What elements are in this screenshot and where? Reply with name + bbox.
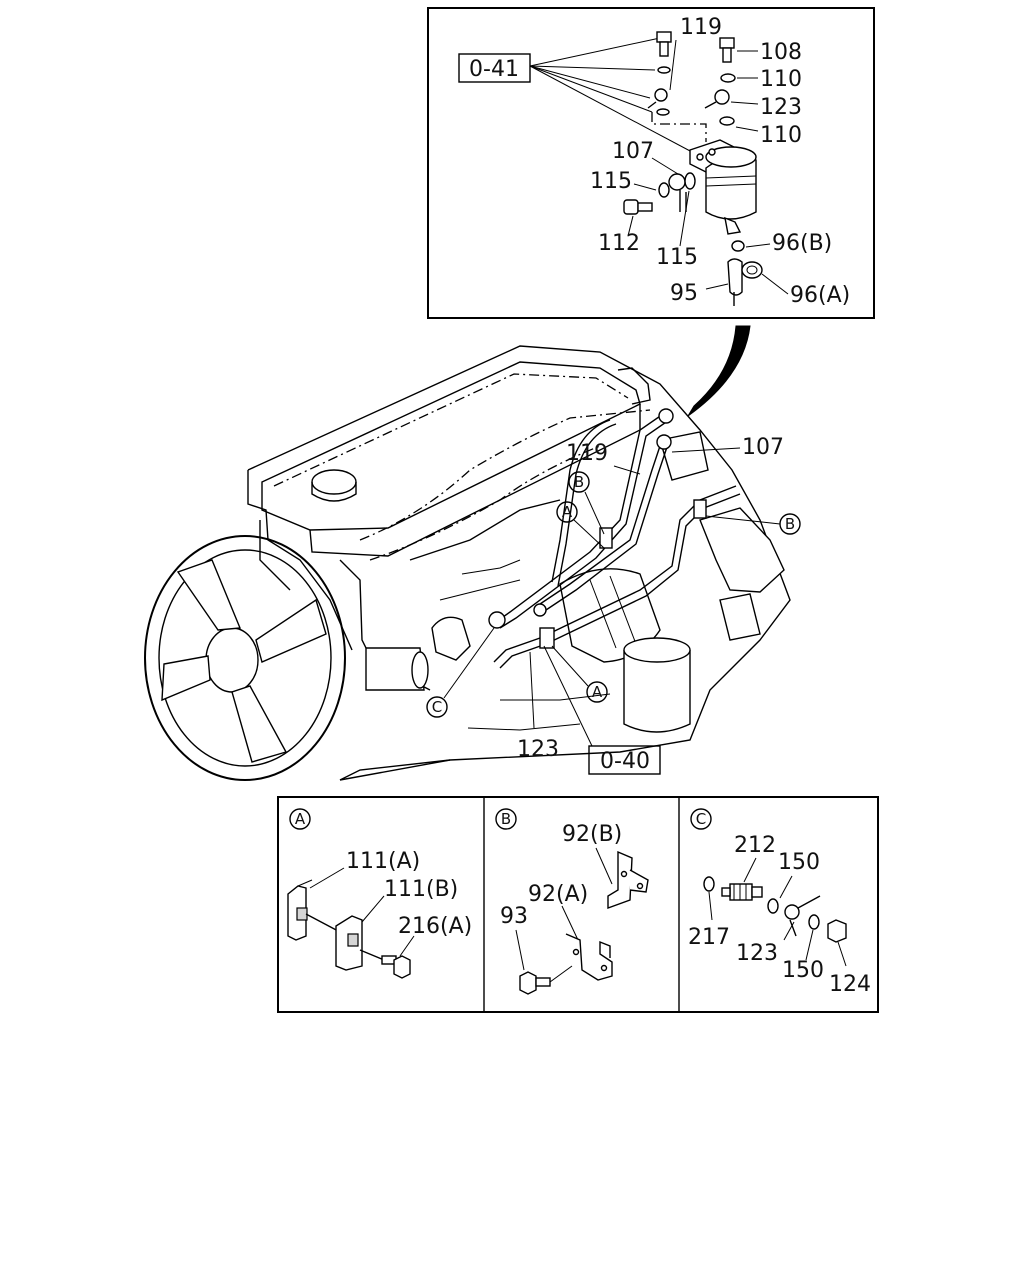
- detail-top-frame: [427, 7, 875, 319]
- label-216a: 216(A): [398, 914, 472, 939]
- label-212: 212: [734, 833, 776, 858]
- ref-box-0-41[interactable]: [458, 53, 531, 83]
- clip-96b-icon: [731, 240, 745, 252]
- sensor-212-icon: [721, 883, 763, 901]
- washer-150b-icon: [808, 914, 820, 930]
- label-110-a: 110: [760, 67, 802, 92]
- engine-fan-icon: [144, 535, 346, 781]
- ref-box-0-40-label: 0-40: [600, 749, 650, 774]
- bolt-108-icon: [719, 37, 735, 63]
- label-96b: 96(B): [772, 231, 832, 256]
- svg-text:B: B: [785, 515, 795, 533]
- fuel-filter-icon: [689, 139, 757, 235]
- oil-cap-icon: [311, 469, 357, 502]
- label-95: 95: [670, 281, 698, 306]
- svg-text:C: C: [432, 698, 442, 716]
- washer-217-icon: [703, 876, 715, 892]
- label-119-top: 119: [680, 15, 722, 40]
- washer-110b-icon: [719, 116, 735, 126]
- fuel-pipes: [488, 408, 741, 669]
- ref-box-0-40[interactable]: [588, 745, 661, 775]
- bracket-92a-icon: [565, 933, 613, 981]
- bolt-93-icon: [519, 971, 551, 995]
- label-110-b: 110: [760, 123, 802, 148]
- svg-text:A: A: [592, 683, 603, 701]
- washer-115-icon: [684, 172, 696, 190]
- hose-95-icon: [727, 258, 743, 306]
- bolt-112-icon: [623, 199, 653, 215]
- panel-b: B 92(B) 92(A) 93: [495, 808, 649, 995]
- clamp-111a-icon: [287, 879, 313, 941]
- panel-c: C 212 217 150 123: [688, 808, 871, 997]
- label-92a: 92(A): [528, 882, 588, 907]
- label-150-a: 150: [778, 850, 820, 875]
- panel-b-letter: B: [501, 810, 511, 828]
- panel-c-letter: C: [696, 810, 706, 828]
- label-115-b: 115: [656, 245, 698, 270]
- washer-110-icon: [720, 73, 736, 83]
- label-107-main: 107: [742, 435, 784, 460]
- detail-top: 0-41 119 108 110: [427, 7, 875, 417]
- label-108: 108: [760, 40, 802, 65]
- clamp-96a-icon: [741, 261, 763, 279]
- detail-pointer-arrow: [687, 325, 751, 417]
- bolt-119-icon: [647, 31, 672, 116]
- label-112: 112: [598, 231, 640, 256]
- svg-text:A: A: [562, 503, 573, 521]
- eye-bolt-123-c-icon: [784, 895, 821, 937]
- cap-nut-124-icon: [827, 919, 847, 943]
- bracket-92b-icon: [607, 850, 649, 909]
- label-150-b: 150: [782, 958, 824, 983]
- label-217: 217: [688, 925, 730, 950]
- callout-a-1[interactable]: A: [556, 501, 578, 523]
- label-111b: 111(B): [384, 877, 458, 902]
- oil-filter-icon: [623, 637, 691, 733]
- label-124: 124: [829, 972, 871, 997]
- callout-c-1[interactable]: C: [426, 696, 448, 718]
- bolt-216a-icon: [381, 955, 411, 979]
- callout-a-2[interactable]: A: [586, 681, 608, 703]
- eye-bolt-123-icon: [704, 89, 730, 109]
- label-107-top: 107: [612, 139, 654, 164]
- label-115-a: 115: [590, 169, 632, 194]
- label-119-main: 119: [566, 441, 608, 466]
- label-93: 93: [500, 904, 528, 929]
- callout-b-1[interactable]: B: [568, 471, 590, 493]
- detail-panels: A 111(A) 111(B) 216(A): [277, 796, 879, 1013]
- ref-box-0-41-label: 0-41: [469, 57, 519, 82]
- callout-b-2[interactable]: B: [779, 513, 801, 535]
- label-123-main: 123: [517, 737, 559, 762]
- label-92b: 92(B): [562, 822, 622, 847]
- label-111a: 111(A): [346, 849, 420, 874]
- panel-a: A 111(A) 111(B) 216(A): [287, 808, 472, 979]
- panels-frame: [277, 796, 879, 1013]
- label-96a: 96(A): [790, 283, 850, 308]
- eye-107-icon: [668, 173, 686, 191]
- clamp-111b-icon: [335, 915, 363, 971]
- label-123-top: 123: [760, 95, 802, 120]
- engine-illustration: 119 107 123 0-40 B A B A: [144, 345, 801, 781]
- panel-a-letter: A: [295, 810, 306, 828]
- svg-text:B: B: [574, 473, 584, 491]
- washer-150a-icon: [767, 898, 779, 914]
- label-123-c: 123: [736, 941, 778, 966]
